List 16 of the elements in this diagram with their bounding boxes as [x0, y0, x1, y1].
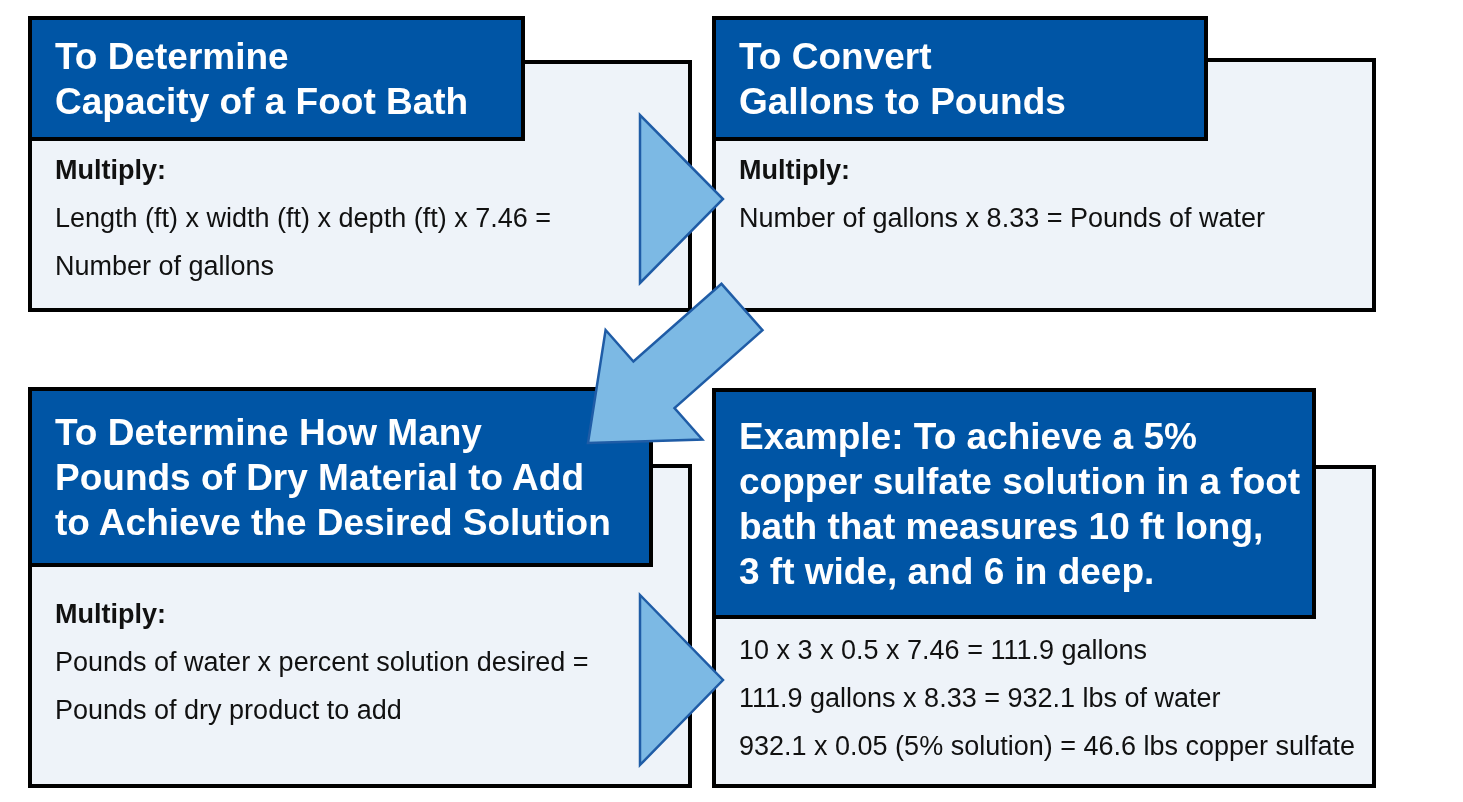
step-label: Multiply:: [55, 598, 167, 631]
step-label: Multiply:: [55, 154, 167, 187]
panel-heading: To Determine How Many Pounds of Dry Material to Add to Achieve the Desired Solution: [55, 410, 611, 545]
step-label: Multiply:: [739, 154, 851, 187]
formula-text: Length (ft) x width (ft) x depth (ft) x 7.46 = Number of gallons: [55, 202, 552, 283]
formula-text: 932.1 x 0.05 (5% solution) = 46.6 lbs copper sulfate: [739, 730, 1357, 763]
formula-text: Pounds of water x percent solution desired = Pounds of dry product to add: [55, 646, 590, 727]
formula-text: 111.9 gallons x 8.33 = 932.1 lbs of water: [739, 682, 1222, 715]
block-arrow: [638, 111, 725, 287]
block-arrow: [638, 591, 725, 769]
panel-heading: Example: To achieve a 5% copper sulfate solution in a foot bath that measures 10 ft long, 3 ft wide, and 6 in deep.: [739, 414, 1301, 594]
block-arrow: [586, 282, 765, 445]
formula-text: 10 x 3 x 0.5 x 7.46 = 111.9 gallons: [739, 634, 1149, 667]
panel-heading: To Convert Gallons to Pounds: [739, 34, 1066, 124]
panel-heading: To Determine Capacity of a Foot Bath: [55, 34, 469, 124]
formula-text: Number of gallons x 8.33 = Pounds of water: [739, 202, 1267, 235]
